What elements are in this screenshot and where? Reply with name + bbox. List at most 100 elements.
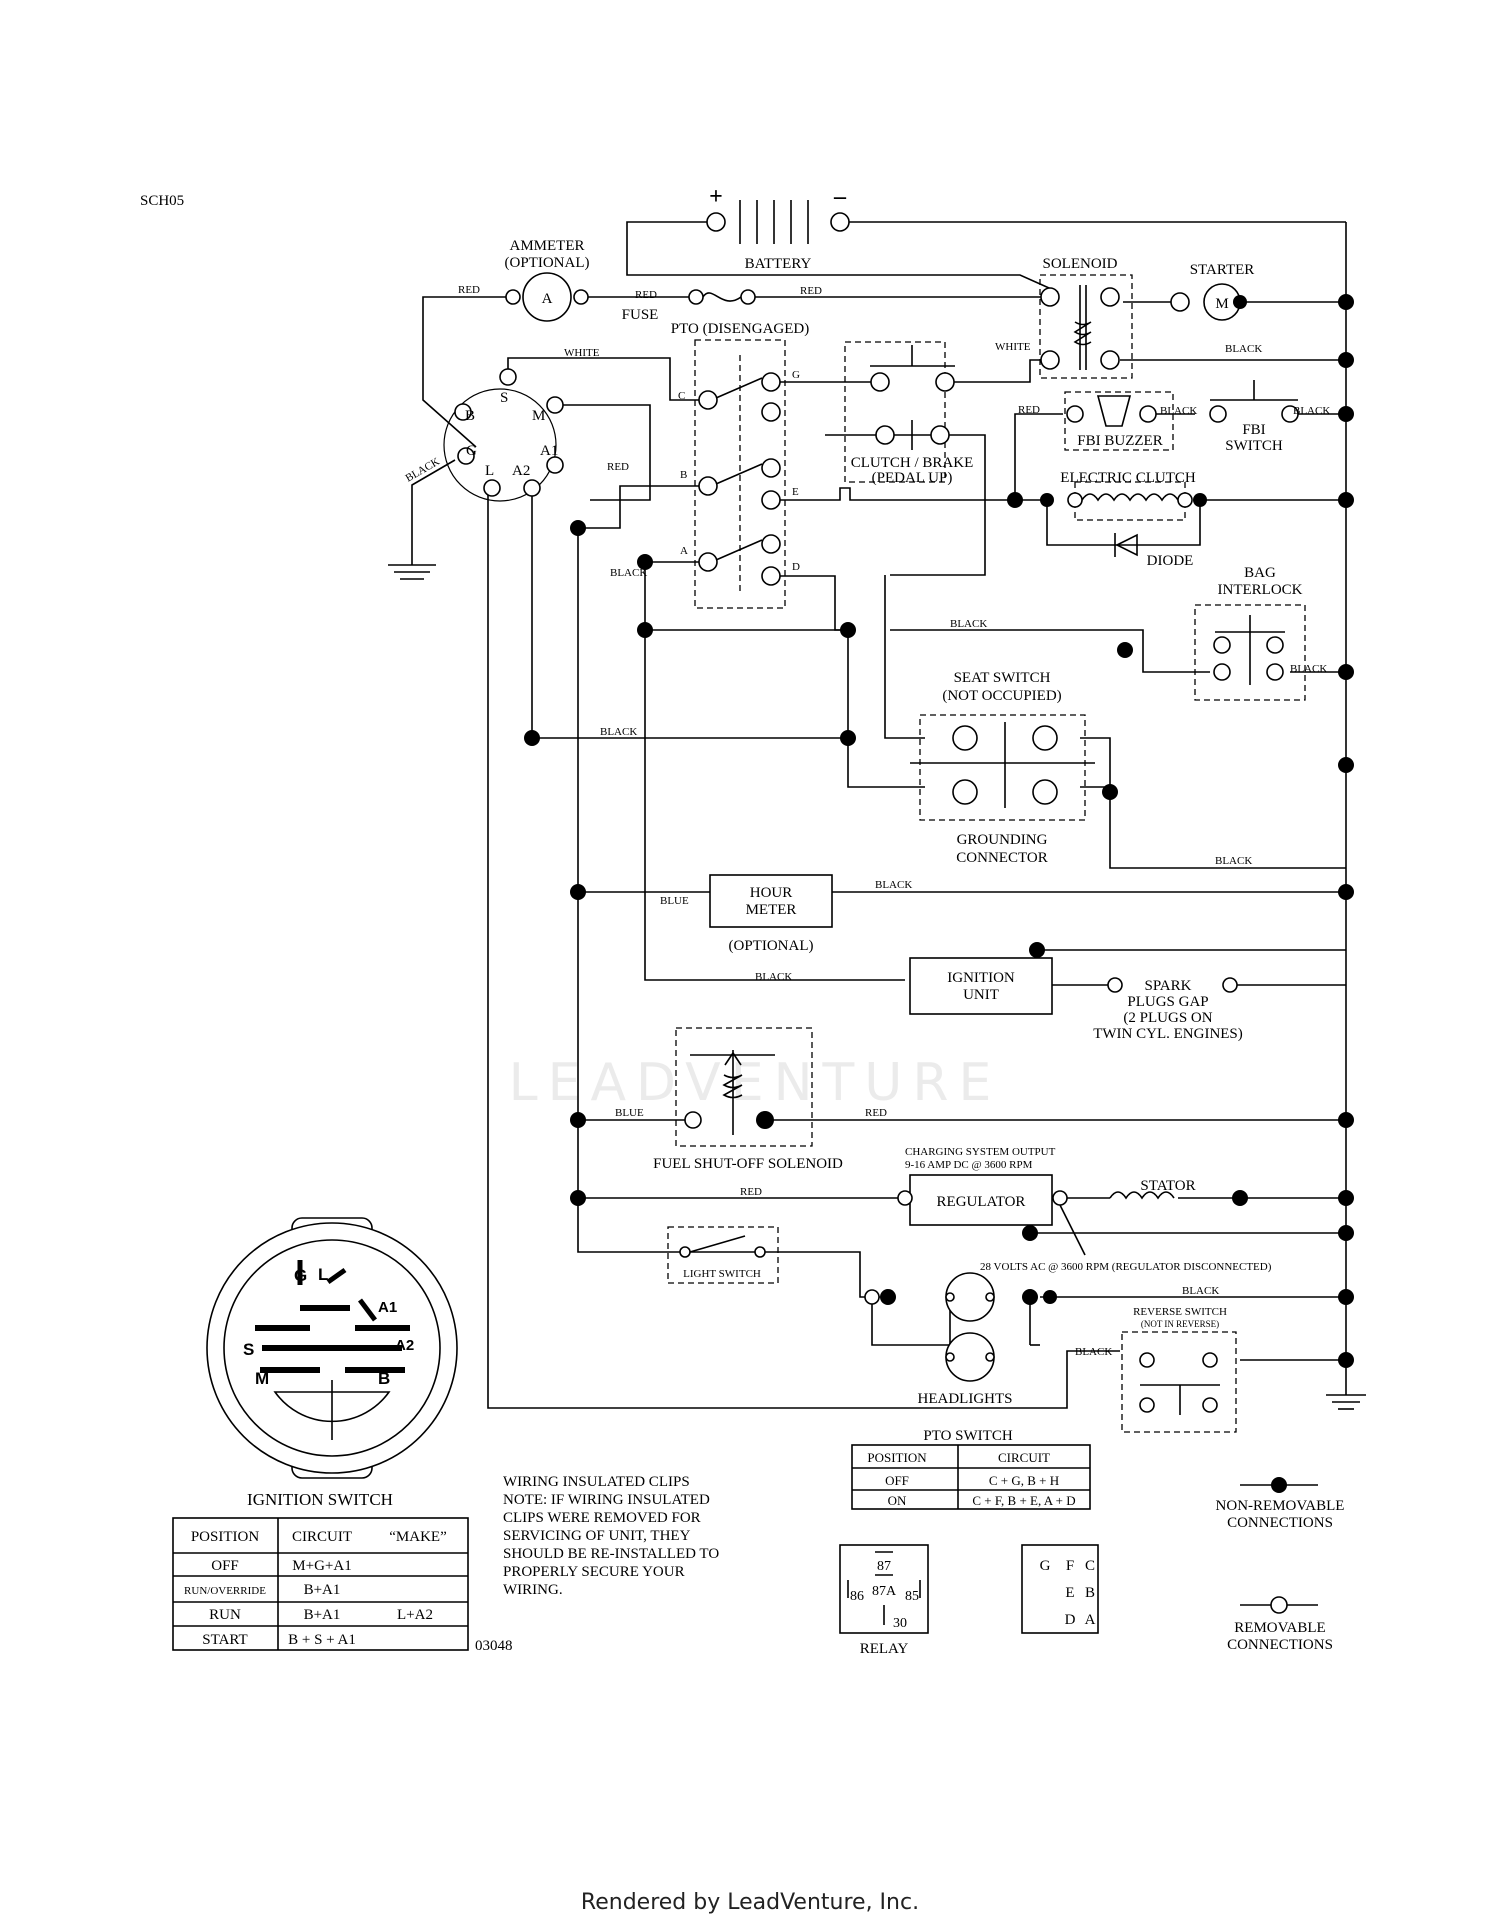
- ign-terminal-g: G: [466, 443, 477, 459]
- footer-credit: Rendered by LeadVenture, Inc.: [580, 1890, 920, 1915]
- spark-plugs-gap-label: PLUGS GAP: [1127, 994, 1208, 1010]
- reverse-switch-sub-label: (NOT IN REVERSE): [1141, 1319, 1219, 1329]
- pto-pin: C: [1085, 1558, 1095, 1574]
- pto-pin: D: [1065, 1612, 1076, 1628]
- clips-note: WIRING INSULATED CLIPS NOTE: IF WIRING I…: [503, 1474, 719, 1598]
- starter-symbol: M: [1215, 296, 1228, 312]
- ammeter-label: AMMETER: [510, 238, 585, 254]
- pto-table-cell: OFF: [885, 1473, 909, 1488]
- ignition-table-cell: START: [202, 1632, 247, 1648]
- wire-label: BLACK: [610, 567, 647, 579]
- wire-label: RED: [635, 289, 657, 301]
- wire-label: RED: [865, 1107, 887, 1119]
- ign-terminal-a2: A2: [512, 463, 530, 479]
- fbi-buzzer-label: FBI BUZZER: [1077, 433, 1162, 449]
- fuse: FUSE: [622, 289, 756, 323]
- relay-pin: 30: [893, 1616, 907, 1631]
- relay-pin: 86: [850, 1589, 864, 1604]
- reverse-switch: REVERSE SWITCH (NOT IN REVERSE): [1121, 1306, 1237, 1433]
- ign-terminal-m: M: [532, 408, 545, 424]
- spark-plugs-note-1: (2 PLUGS ON: [1123, 1010, 1212, 1026]
- regulator: REGULATOR CHARGING SYSTEM OUTPUT 9-16 AM…: [897, 1146, 1272, 1273]
- ac-note: 28 VOLTS AC @ 3600 RPM (REGULATOR DISCON…: [980, 1261, 1272, 1273]
- legend: NON-REMOVABLE CONNECTIONS REMOVABLE CONN…: [1216, 1477, 1345, 1653]
- starter-label: STARTER: [1190, 262, 1255, 278]
- pto-terminal-e: E: [792, 486, 799, 498]
- note-line: SERVICING OF UNIT, THEY: [503, 1528, 691, 1544]
- pto-pin: B: [1085, 1585, 1095, 1601]
- legend-removable-sub: CONNECTIONS: [1227, 1637, 1333, 1653]
- wire-label: BLACK: [1225, 343, 1262, 355]
- pto-terminal-d: D: [792, 561, 800, 573]
- wire-label: BLACK: [600, 726, 637, 738]
- ignition-table-cell: M+G+A1: [292, 1558, 351, 1574]
- wire-label: RED: [800, 285, 822, 297]
- ignition-table-header: “MAKE”: [389, 1529, 446, 1545]
- pto-table-header: POSITION: [867, 1450, 927, 1465]
- battery-plus-label: +: [709, 184, 723, 210]
- pto-terminal-g: G: [792, 369, 800, 381]
- wire-label: BLACK: [1160, 405, 1197, 417]
- legend-non-removable: NON-REMOVABLE: [1216, 1498, 1345, 1514]
- wire-label: BLACK: [1293, 405, 1330, 417]
- ignition-table-cell: B+A1: [304, 1582, 341, 1598]
- grounding-connector-label: GROUNDING: [957, 832, 1048, 848]
- fuel-shutoff-solenoid: FUEL SHUT-OFF SOLENOID: [653, 1027, 843, 1172]
- ign-terminal-a1: A1: [540, 443, 558, 459]
- pto-table-title: PTO SWITCH: [923, 1428, 1012, 1444]
- hour-meter: HOUR METER (OPTIONAL): [709, 874, 833, 954]
- seat-switch-sub-label: (NOT OCCUPIED): [942, 688, 1061, 704]
- ignition-table-header: POSITION: [191, 1529, 260, 1545]
- ignition-unit-label: IGNITION: [947, 970, 1015, 986]
- solenoid-label: SOLENOID: [1043, 256, 1118, 272]
- pto-pin: E: [1065, 1585, 1074, 1601]
- ignition-table-title: IGNITION SWITCH: [247, 1490, 393, 1509]
- reverse-switch-label: REVERSE SWITCH: [1133, 1306, 1227, 1318]
- face-pin-l: L: [318, 1265, 328, 1284]
- spark-plugs-label: SPARK: [1145, 978, 1192, 994]
- note-line: PROPERLY SECURE YOUR: [503, 1564, 685, 1580]
- battery-label: BATTERY: [745, 256, 812, 272]
- clutch-brake-switch: CLUTCH / BRAKE (PEDAL UP): [844, 341, 973, 486]
- fbi-buzzer: FBI BUZZER: [1064, 391, 1174, 451]
- ignition-switch-connector-face: G L A1 A2 S M B: [206, 1217, 458, 1479]
- wire-label: RED: [1018, 404, 1040, 416]
- ignition-table-header: CIRCUIT: [292, 1529, 352, 1545]
- fuel-shutoff-label: FUEL SHUT-OFF SOLENOID: [653, 1156, 843, 1172]
- pto-pin-diagram: G F C E B D A: [1021, 1544, 1099, 1634]
- face-pin-g: G: [294, 1266, 307, 1285]
- wire-label: BLACK: [404, 456, 442, 485]
- pto-table-cell: C + F, B + E, A + D: [972, 1493, 1075, 1508]
- seat-switch-label: SEAT SWITCH: [954, 670, 1051, 686]
- wire-label: BLACK: [755, 971, 792, 983]
- wires: [388, 221, 1366, 1410]
- part-number: 03048: [475, 1638, 513, 1654]
- pto-pin: G: [1040, 1558, 1051, 1574]
- wire-label: WHITE: [564, 347, 600, 359]
- diode-label: DIODE: [1147, 553, 1194, 569]
- headlights-label: HEADLIGHTS: [918, 1391, 1013, 1407]
- bag-interlock-label: BAG: [1244, 565, 1276, 581]
- pto-terminal-a: A: [680, 545, 688, 557]
- solenoid: SOLENOID: [1039, 256, 1133, 379]
- wire-label: BLACK: [1075, 1346, 1112, 1358]
- pto-label: PTO (DISENGAGED): [671, 321, 809, 337]
- pto-terminal-c: C: [678, 390, 685, 402]
- clutch-brake-sub-label: (PEDAL UP): [872, 470, 953, 486]
- wire-label: BLACK: [1215, 855, 1252, 867]
- seat-switch: SEAT SWITCH (NOT OCCUPIED) GROUNDING CON…: [910, 670, 1095, 866]
- note-line: WIRING.: [503, 1582, 563, 1598]
- ignition-unit: IGNITION UNIT SPARK PLUGS GAP (2 PLUGS O…: [909, 957, 1243, 1042]
- light-switch: LIGHT SWITCH: [667, 1226, 779, 1284]
- relay-pin: 87: [877, 1559, 891, 1574]
- fbi-switch-label: FBI: [1242, 422, 1265, 438]
- ignition-table-cell: RUN/OVERRIDE: [184, 1585, 266, 1597]
- ammeter-optional-label: (OPTIONAL): [505, 255, 590, 271]
- wire-label: BLUE: [660, 895, 689, 907]
- battery: + – BATTERY: [706, 184, 850, 272]
- bag-interlock: BAG INTERLOCK: [1194, 565, 1306, 701]
- wire-label: RED: [458, 284, 480, 296]
- face-pin-b: B: [378, 1369, 390, 1388]
- relay-diagram: 87 87A 86 85 30 RELAY: [839, 1544, 929, 1657]
